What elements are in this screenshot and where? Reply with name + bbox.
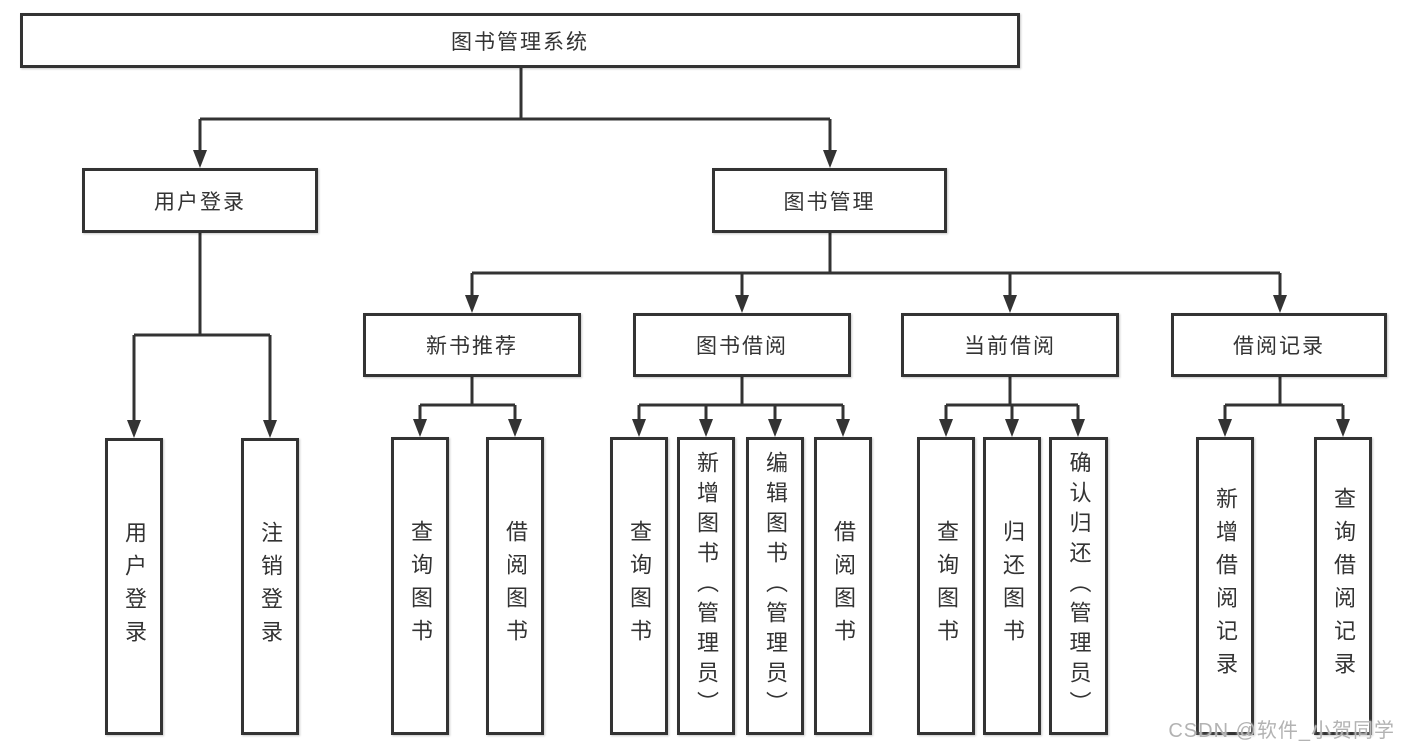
leaf-cb-query-book-label: 查询图书 xyxy=(934,520,959,652)
leaf-cb-confirm-return-admin-label: 确认归还（管理员） xyxy=(1066,451,1092,721)
node-new-book-recommend-label: 新书推荐 xyxy=(426,335,518,358)
node-borrow-record-label: 借阅记录 xyxy=(1233,335,1325,358)
node-book-borrow-label: 图书借阅 xyxy=(696,335,788,358)
leaf-bb-add-book-admin: 新增图书（管理员） xyxy=(677,437,735,735)
leaf-br-query-record: 查询借阅记录 xyxy=(1314,437,1372,735)
csdn-watermark: CSDN @软件_小贺同学 xyxy=(1168,720,1395,742)
node-new-book-recommend: 新书推荐 xyxy=(363,313,581,377)
leaf-user-login-label: 用户登录 xyxy=(122,520,147,653)
leaf-bb-query-book: 查询图书 xyxy=(610,437,668,735)
leaf-br-add-record-label: 新增借阅记录 xyxy=(1213,487,1238,685)
node-current-borrow-label: 当前借阅 xyxy=(964,335,1056,358)
node-user-login-label: 用户登录 xyxy=(154,190,246,214)
node-borrow-record: 借阅记录 xyxy=(1171,313,1387,377)
node-book-management: 图书管理 xyxy=(712,168,947,233)
leaf-nbr-borrow-book-label: 借阅图书 xyxy=(503,520,528,652)
leaf-cb-confirm-return-admin: 确认归还（管理员） xyxy=(1049,437,1108,735)
leaf-cb-return-book: 归还图书 xyxy=(983,437,1041,735)
leaf-bb-borrow-book: 借阅图书 xyxy=(814,437,872,735)
leaf-cb-query-book: 查询图书 xyxy=(917,437,975,735)
leaf-logout: 注销登录 xyxy=(241,438,299,735)
leaf-nbr-query-book-label: 查询图书 xyxy=(408,520,433,652)
leaf-bb-add-book-admin-label: 新增图书（管理员） xyxy=(694,451,719,721)
leaf-br-query-record-label: 查询借阅记录 xyxy=(1331,487,1356,685)
leaf-bb-borrow-book-label: 借阅图书 xyxy=(831,520,856,652)
node-root: 图书管理系统 xyxy=(20,13,1020,68)
leaf-logout-label: 注销登录 xyxy=(258,520,283,653)
node-current-borrow: 当前借阅 xyxy=(901,313,1119,377)
leaf-bb-edit-book-admin-label: 编辑图书（管理员） xyxy=(763,451,788,721)
node-root-label: 图书管理系统 xyxy=(451,30,589,54)
leaf-bb-edit-book-admin: 编辑图书（管理员） xyxy=(746,437,804,735)
leaf-cb-return-book-label: 归还图书 xyxy=(1000,520,1025,652)
node-book-management-label: 图书管理 xyxy=(783,190,876,214)
node-book-borrow: 图书借阅 xyxy=(633,313,851,377)
leaf-nbr-query-book: 查询图书 xyxy=(391,437,449,735)
leaf-bb-query-book-label: 查询图书 xyxy=(627,520,652,652)
leaf-br-add-record: 新增借阅记录 xyxy=(1196,437,1254,735)
leaf-user-login: 用户登录 xyxy=(105,438,163,735)
leaf-nbr-borrow-book: 借阅图书 xyxy=(486,437,544,735)
node-user-login: 用户登录 xyxy=(82,168,318,233)
